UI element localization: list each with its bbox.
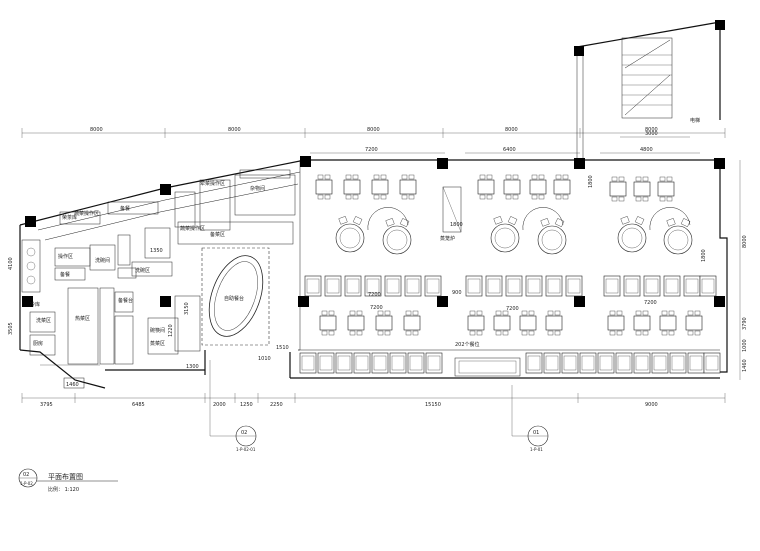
dim-inner-1: 7200 xyxy=(365,147,378,153)
dim-bottom-4: 1250 xyxy=(240,402,253,408)
kitchen-label-12: 热菜区 xyxy=(75,315,90,322)
dim-misc-12: 1350 xyxy=(150,248,163,254)
steamer-counter: 蒸笼炉 xyxy=(440,186,462,242)
structural-columns xyxy=(22,156,725,307)
dim-top-4: 8000 xyxy=(505,127,518,133)
title-sheet: 1-P-02 xyxy=(20,481,33,486)
dim-misc-7: 7200 xyxy=(644,300,657,306)
dim-inner-4: 3000 xyxy=(645,131,658,137)
kitchen-label-4: 荤菜操作区 xyxy=(200,180,225,187)
dim-misc-9: 3150 xyxy=(184,302,190,315)
kitchen-label-2: 蔬菜操作区 xyxy=(74,210,99,217)
dim-right-1: 8000 xyxy=(742,235,748,248)
dim-top-1: 8000 xyxy=(90,127,103,133)
callout-01-number: 01 xyxy=(533,430,539,436)
dim-misc-4: 900 xyxy=(452,290,462,296)
dim-right-2: 3790 xyxy=(742,317,748,330)
kitchen-label-8: 洗碗间 xyxy=(95,257,110,264)
dim-misc-11: 1010 xyxy=(258,356,271,362)
dim-misc-2: 1800 xyxy=(588,175,594,188)
callout-02-ref: 1-P-02-01 xyxy=(236,447,256,452)
kitchen-label-13: 备餐台 xyxy=(118,297,133,304)
steamer-label: 蒸笼炉 xyxy=(440,235,455,242)
dim-right-3: 1000 xyxy=(742,339,748,352)
dim-top-2: 8000 xyxy=(228,127,241,133)
dim-bottom-7: 9000 xyxy=(645,402,658,408)
dim-misc-3: 1800 xyxy=(701,249,707,262)
section-callout-01: 01 1-P-01 xyxy=(511,385,549,452)
kitchen-area: 荣茶库 蔬菜操作区 备餐 荤菜操作区 杂物间 操作区 备餐 洗碗间 洗碗区 冷库… xyxy=(21,169,301,389)
kitchen-label-16: 蔬菜操作区 xyxy=(180,225,205,232)
table-row-middle xyxy=(319,310,703,336)
kitchen-label-1: 荣茶库 xyxy=(62,214,77,221)
kitchen-label-5: 杂物间 xyxy=(250,185,265,192)
dim-bottom-5: 2250 xyxy=(270,402,283,408)
dim-misc-8: 7200 xyxy=(370,305,383,311)
callout-02-number: 02 xyxy=(241,430,247,436)
booth-row-lower: 202个餐位 xyxy=(299,341,721,377)
dim-right-4: 1460 xyxy=(742,359,748,372)
stair-core: 电梯 xyxy=(574,20,725,160)
kitchen-label-15: 蒸菜区 xyxy=(150,340,165,347)
kitchen-label-6: 操作区 xyxy=(58,253,73,260)
dim-top-3: 8000 xyxy=(367,127,380,133)
dim-misc-13: 1300 xyxy=(186,364,199,370)
buffet-area: 自助餐台 xyxy=(201,247,270,346)
dim-misc-19: 1220 xyxy=(168,324,174,337)
dim-bottom-1: 3795 xyxy=(40,402,53,408)
dim-top-5: 8000 xyxy=(645,127,658,133)
dim-misc-14: 1460 xyxy=(66,382,79,388)
dim-misc-16: 4100 xyxy=(8,257,14,270)
booth-row-upper xyxy=(304,275,717,297)
kitchen-label-18: 厨房 xyxy=(33,340,43,347)
drawing-title-block: 02 1-P-02 平面布置图 比例： 1:120 xyxy=(18,468,118,493)
dim-misc-10: 1510 xyxy=(276,345,289,351)
dim-inner-2: 6400 xyxy=(503,147,516,153)
inner-dimension-line: 7200 6400 4800 3000 xyxy=(310,131,700,154)
top-dimension-line: 8000 8000 8000 8000 8000 xyxy=(21,127,726,138)
drawing-scale: 比例： 1:120 xyxy=(48,486,79,493)
dim-bottom-3: 2000 xyxy=(213,402,226,408)
kitchen-label-9: 洗碗区 xyxy=(135,267,150,274)
dim-inner-3: 4800 xyxy=(640,147,653,153)
bottom-dimension-line: 3795 6485 2000 1250 2250 15150 9000 xyxy=(21,393,726,408)
kitchen-label-10: 冷库 xyxy=(30,301,40,308)
kitchen-label-14: 碗筷间 xyxy=(150,327,165,334)
kitchen-label-17: 备菜区 xyxy=(210,231,225,238)
kitchen-label-11: 洗菜区 xyxy=(36,317,51,324)
elevator-label: 电梯 xyxy=(690,117,700,124)
buffet-label: 自助餐台 xyxy=(224,295,244,302)
dim-misc-6: 7200 xyxy=(506,306,519,312)
drawing-title: 平面布置图 xyxy=(48,472,83,481)
misc-dimensions: 1800 1800 1800 900 7200 7200 7200 7200 3… xyxy=(8,175,707,388)
seat-count-label: 202个餐位 xyxy=(455,341,480,348)
right-dimension-line: 8000 3790 1000 1460 xyxy=(739,160,748,380)
dim-misc-5: 7200 xyxy=(368,292,381,298)
round-tables xyxy=(335,207,693,255)
dim-misc-18: 3505 xyxy=(8,322,14,335)
callout-01-ref: 1-P-01 xyxy=(530,447,543,452)
kitchen-label-3: 备餐 xyxy=(120,205,130,212)
building-walls xyxy=(19,159,728,389)
table-row-top xyxy=(315,174,675,202)
dim-bottom-2: 6485 xyxy=(132,402,145,408)
title-number: 02 xyxy=(23,472,29,478)
section-callout-02: 02 1-P-02-01 xyxy=(209,360,257,452)
dim-bottom-6: 15150 xyxy=(425,402,441,408)
kitchen-label-7: 备餐 xyxy=(60,271,70,278)
dim-misc-1: 1800 xyxy=(450,222,463,228)
